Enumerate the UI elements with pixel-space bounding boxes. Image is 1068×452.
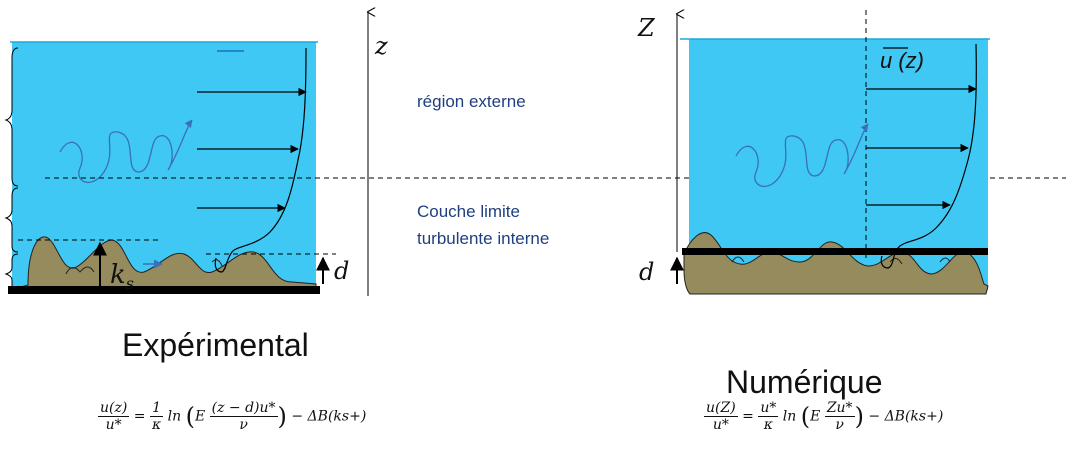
left-sediment [9, 236, 317, 293]
ks-label: ks [110, 260, 134, 293]
left-eq-lhs-den: u* [105, 417, 122, 433]
inner-layer-brace [4, 187, 19, 253]
left-d-label: d [334, 257, 350, 285]
right-sediment [683, 232, 989, 295]
left-eq-coef-den: κ [151, 417, 162, 433]
experimental-title: Expérimental [122, 327, 309, 363]
velocity-profile-label: u (z) [880, 48, 924, 73]
right-eq-tail: − ΔB(ks+) [868, 408, 944, 425]
right-eq-arg-num: Zu* [824, 400, 855, 417]
left-eq-open-paren: ( [185, 402, 195, 431]
right-eq-coef: u* κ [758, 400, 779, 433]
outer-region-label: région externe [417, 92, 526, 111]
left-bed [8, 286, 320, 294]
left-eddy [59, 119, 193, 183]
left-sediment-dips [65, 259, 223, 275]
inner-layer-label-line2: turbulente interne [417, 229, 550, 248]
left-eq-arg-den: ν [239, 417, 248, 433]
right-eq-open-paren: ( [800, 402, 811, 431]
right-eq-equals: = [742, 408, 759, 425]
right-z-axis-label: Z [638, 14, 655, 42]
ks-label-main: k [110, 260, 126, 290]
left-eq-tail: − ΔB(ks+) [291, 408, 367, 425]
left-eq-arg: (z − d)u* ν [209, 400, 278, 433]
left-eq-coef: 1 κ [149, 400, 164, 433]
left-eq-ln: ln [167, 408, 182, 425]
left-equation: u(z) u* = 1 κ ln (E (z − d)u* ν ) − ΔB(k… [98, 400, 366, 433]
right-eq-lhs-num: u(Z) [704, 400, 738, 417]
right-eq-lhs: u(Z) u* [704, 400, 738, 433]
right-eq-coef-num: u* [758, 400, 779, 417]
left-eq-lhs: u(z) u* [98, 400, 130, 433]
right-velocity-profile [880, 43, 977, 269]
right-sediment-dips [731, 256, 951, 265]
right-eq-ln: ln [782, 408, 797, 425]
right-eq-arg: Zu* ν [824, 400, 855, 433]
left-eq-E: E [194, 408, 206, 425]
inner-layer-label-line1: Couche limite [417, 202, 520, 221]
left-eq-lhs-num: u(z) [98, 400, 130, 417]
right-eq-coef-den: κ [763, 417, 773, 433]
right-eq-arg-den: ν [835, 417, 844, 433]
ks-label-sub: s [125, 274, 134, 294]
right-panel [670, 10, 990, 295]
right-eq-E: E [810, 408, 821, 425]
right-eq-lhs-den: u* [712, 417, 729, 433]
numerical-title: Numérique [726, 364, 883, 400]
right-eq-close-paren: ) [854, 402, 864, 431]
right-eddy [735, 123, 869, 187]
left-velocity-profile [214, 47, 307, 273]
right-equation: u(Z) u* = u* κ ln (E Zu* ν ) − ΔB(ks+) [704, 400, 943, 433]
left-panel [4, 41, 336, 294]
left-eq-coef-num: 1 [149, 400, 164, 417]
right-bed [682, 248, 988, 255]
left-eq-equals: = [133, 408, 150, 425]
right-d-label: d [639, 258, 655, 286]
left-z-axis-label: z [375, 32, 388, 60]
outer-region-brace [4, 47, 19, 187]
left-eq-close-paren: ) [277, 402, 287, 431]
left-water-body [12, 42, 316, 288]
left-eq-arg-num: (z − d)u* [209, 400, 278, 417]
